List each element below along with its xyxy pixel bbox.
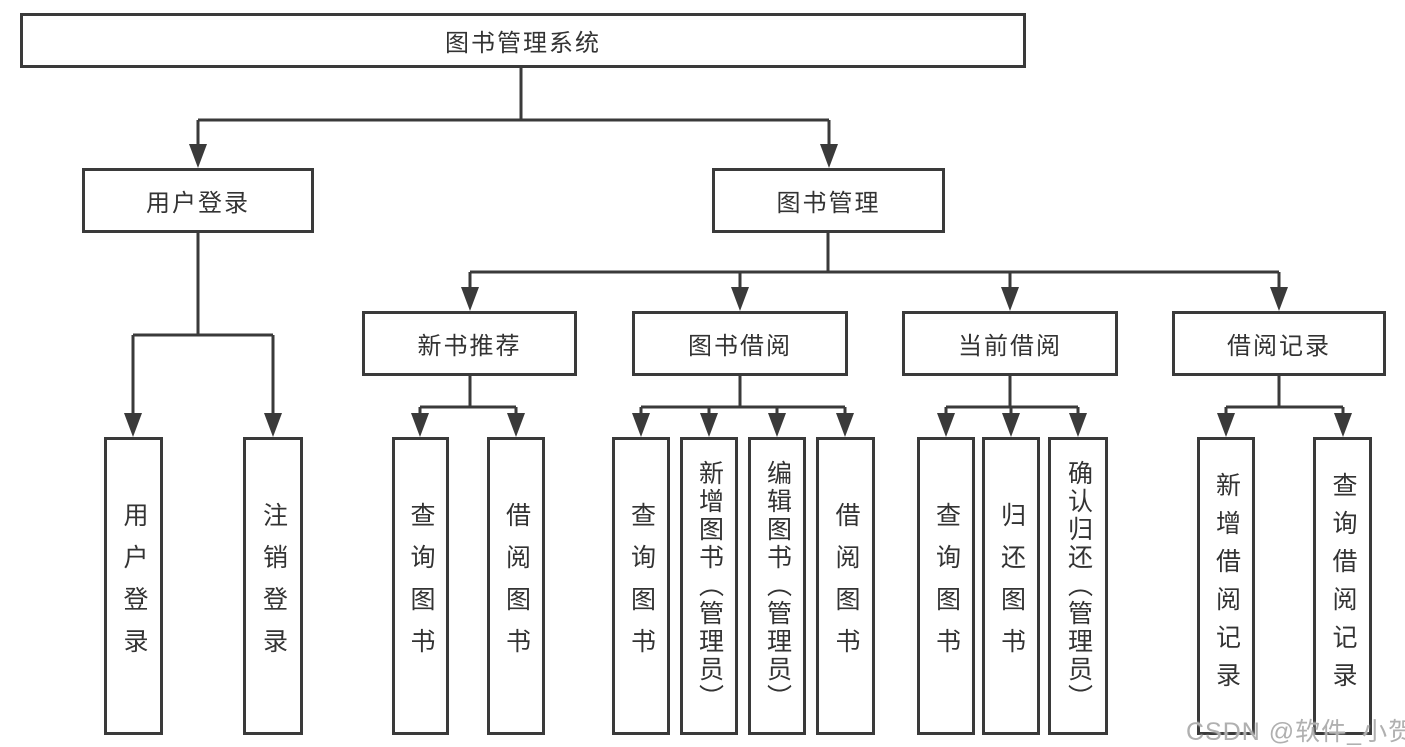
arrowhead-icon — [820, 144, 838, 168]
arrowhead-icon — [124, 413, 142, 437]
node-root: 图书管理系统 — [20, 13, 1026, 68]
connector-root — [196, 68, 831, 146]
arrowhead-icon — [632, 413, 650, 437]
arrowhead-icon — [768, 413, 786, 437]
leaf-user-login: 用户登录 — [104, 437, 163, 735]
leaf-borrow-add-book-admin-label: 新增图书（管理员） — [695, 460, 724, 712]
arrowhead-icon — [1069, 413, 1087, 437]
arrowhead-icon — [189, 144, 207, 168]
connector-new-book-recommend — [418, 376, 518, 415]
node-current-borrow: 当前借阅 — [902, 311, 1118, 376]
arrowhead-icon — [1270, 287, 1288, 311]
leaf-borrow-edit-book-admin: 编辑图书（管理员） — [748, 437, 806, 735]
connector-current-borrow — [944, 376, 1080, 415]
node-borrow-records-label: 借阅记录 — [1227, 333, 1331, 360]
arrowhead-icon — [1002, 413, 1020, 437]
leaf-current-confirm-return-admin: 确认归还（管理员） — [1048, 437, 1108, 735]
leaf-recommend-borrow-book: 借阅图书 — [487, 437, 545, 735]
node-book-borrow-label: 图书借阅 — [688, 333, 792, 360]
leaf-borrow-borrow-book-label: 借阅图书 — [832, 502, 860, 670]
connector-user-login — [131, 233, 275, 415]
node-book-borrow: 图书借阅 — [632, 311, 848, 376]
connector-borrow-records — [1224, 376, 1345, 415]
leaf-borrow-add-book-admin: 新增图书（管理员） — [680, 437, 738, 735]
leaf-current-return-book-label: 归还图书 — [997, 502, 1026, 670]
leaf-current-confirm-return-admin-label: 确认归还（管理员） — [1064, 460, 1093, 712]
node-root-label: 图书管理系统 — [445, 30, 601, 57]
leaf-borrow-query-book: 查询图书 — [612, 437, 670, 735]
node-user-login: 用户登录 — [82, 168, 314, 233]
leaf-logout-label: 注销登录 — [259, 502, 288, 670]
node-new-book-recommend: 新书推荐 — [362, 311, 577, 376]
node-user-login-label: 用户登录 — [146, 190, 250, 217]
arrowhead-icon — [461, 287, 479, 311]
leaf-records-query-record-label: 查询借阅记录 — [1329, 472, 1357, 700]
arrowhead-icon — [1334, 413, 1352, 437]
arrowhead-icon — [937, 413, 955, 437]
leaf-current-return-book: 归还图书 — [982, 437, 1040, 735]
leaf-records-add-record-label: 新增借阅记录 — [1212, 472, 1241, 700]
arrowhead-icon — [507, 413, 525, 437]
connector-book-borrow — [639, 376, 847, 415]
node-new-book-recommend-label: 新书推荐 — [417, 333, 522, 360]
leaf-borrow-borrow-book: 借阅图书 — [816, 437, 875, 735]
arrowhead-icon — [1001, 287, 1019, 311]
connector-book-management — [468, 233, 1281, 289]
arrowheads — [124, 144, 1352, 437]
leaf-records-query-record: 查询借阅记录 — [1313, 437, 1372, 735]
node-book-management: 图书管理 — [712, 168, 945, 233]
leaf-current-query-book: 查询图书 — [917, 437, 975, 735]
leaf-borrow-query-book-label: 查询图书 — [627, 502, 656, 670]
arrowhead-icon — [411, 413, 429, 437]
leaf-user-login-label: 用户登录 — [120, 502, 148, 670]
node-current-borrow-label: 当前借阅 — [958, 333, 1062, 360]
leaf-borrow-edit-book-admin-label: 编辑图书（管理员） — [763, 460, 792, 712]
arrowhead-icon — [264, 413, 282, 437]
arrowhead-icon — [731, 287, 749, 311]
arrowhead-icon — [1217, 413, 1235, 437]
leaf-recommend-query-book: 查询图书 — [392, 437, 449, 735]
arrowhead-icon — [836, 413, 854, 437]
leaf-current-query-book-label: 查询图书 — [932, 502, 961, 670]
leaf-records-add-record: 新增借阅记录 — [1197, 437, 1255, 735]
csdn-watermark: CSDN @软件_小贺同学 — [1186, 718, 1405, 746]
node-book-management-label: 图书管理 — [776, 190, 881, 217]
leaf-recommend-query-book-label: 查询图书 — [407, 502, 435, 670]
leaf-logout: 注销登录 — [243, 437, 303, 735]
leaf-recommend-borrow-book-label: 借阅图书 — [502, 502, 531, 670]
node-borrow-records: 借阅记录 — [1172, 311, 1386, 376]
arrowhead-icon — [700, 413, 718, 437]
